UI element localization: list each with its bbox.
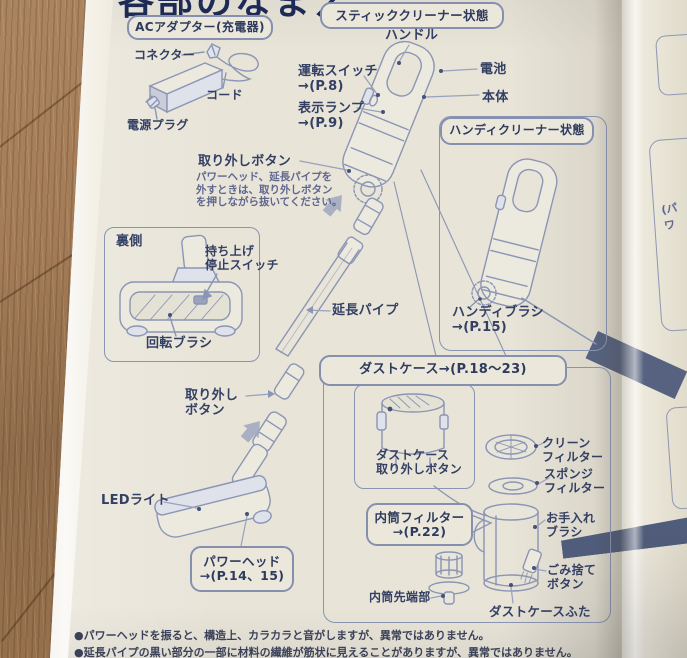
inner-filter-label-box: 内筒フィルター →(P.22) bbox=[366, 503, 473, 546]
power-switch-label: 運転スイッチ →(P.8) bbox=[298, 64, 378, 94]
stick-cleaner-header: スティッククリーナー状態 bbox=[320, 2, 504, 29]
floor-plank-seam bbox=[0, 42, 86, 150]
battery-label: 電池 bbox=[480, 62, 507, 77]
power-head-art bbox=[154, 443, 272, 538]
clean-filter-label: クリーン フィルター bbox=[542, 436, 604, 464]
back-side-label: 裏側 bbox=[116, 234, 143, 249]
dust-case-release-label: ダストケース 取り外しボタン bbox=[376, 448, 463, 476]
main-body-label: 本体 bbox=[482, 90, 509, 105]
cord-label: コード bbox=[206, 88, 243, 102]
handy-brush-label: ハンディブラシ →(P.15) bbox=[452, 305, 544, 335]
release-button-label: 取り外しボタン bbox=[198, 154, 292, 169]
footnote-2: ●延長パイプの黒い部分の一部に材料の繊維が筋状に見えることがありますが、異常では… bbox=[74, 646, 578, 658]
handle-label: ハンドル bbox=[385, 28, 439, 43]
lift-stop-switch-label: 持ち上げ 停止スイッチ bbox=[205, 244, 279, 272]
inner-tip-label: 内筒先端部 bbox=[369, 590, 431, 604]
arrowheads bbox=[268, 306, 313, 398]
release-button-lower-label: 取り外し ボタン bbox=[185, 388, 239, 418]
ac-adapter-header: ACアダプター(充電器) bbox=[127, 15, 273, 40]
footnote-1: ●パワーヘッドを振ると、構造上、カラカラと音がしますが、異常ではありません。 bbox=[74, 629, 490, 642]
handy-cleaner-header: ハンディクリーナー状態 bbox=[440, 117, 594, 145]
indicator-lamp-label: 表示ランプ →(P.9) bbox=[298, 101, 365, 131]
adjacent-page-box-fragment bbox=[654, 31, 687, 97]
led-light-label: LEDライト bbox=[101, 493, 170, 508]
care-brush-label: お手入れ ブラシ bbox=[546, 511, 596, 539]
rotating-brush-label: 回転ブラシ bbox=[146, 336, 213, 351]
power-plug-label: 電源プラグ bbox=[127, 118, 189, 132]
connector-label: コネクター bbox=[134, 48, 196, 62]
adjacent-page-partial-text: (パワ bbox=[660, 201, 679, 233]
floor-plank-seam bbox=[1, 530, 86, 642]
trash-button-label: ごみ捨て ボタン bbox=[547, 563, 597, 591]
sponge-filter-label: スポンジ フィルター bbox=[544, 467, 606, 495]
power-head-label-box: パワーヘッド →(P.14、15) bbox=[190, 546, 294, 592]
dust-case-header: ダストケース→(P.18〜23) bbox=[319, 355, 567, 386]
back-side-box bbox=[104, 227, 260, 362]
extension-pipe-label: 延長パイプ bbox=[332, 303, 399, 318]
dust-case-lid-label: ダストケースふた bbox=[489, 604, 591, 619]
release-button-note: パワーヘッド、延長パイプを 外すときは、取り外しボタン を押しながら抜いてくださ… bbox=[196, 171, 343, 209]
